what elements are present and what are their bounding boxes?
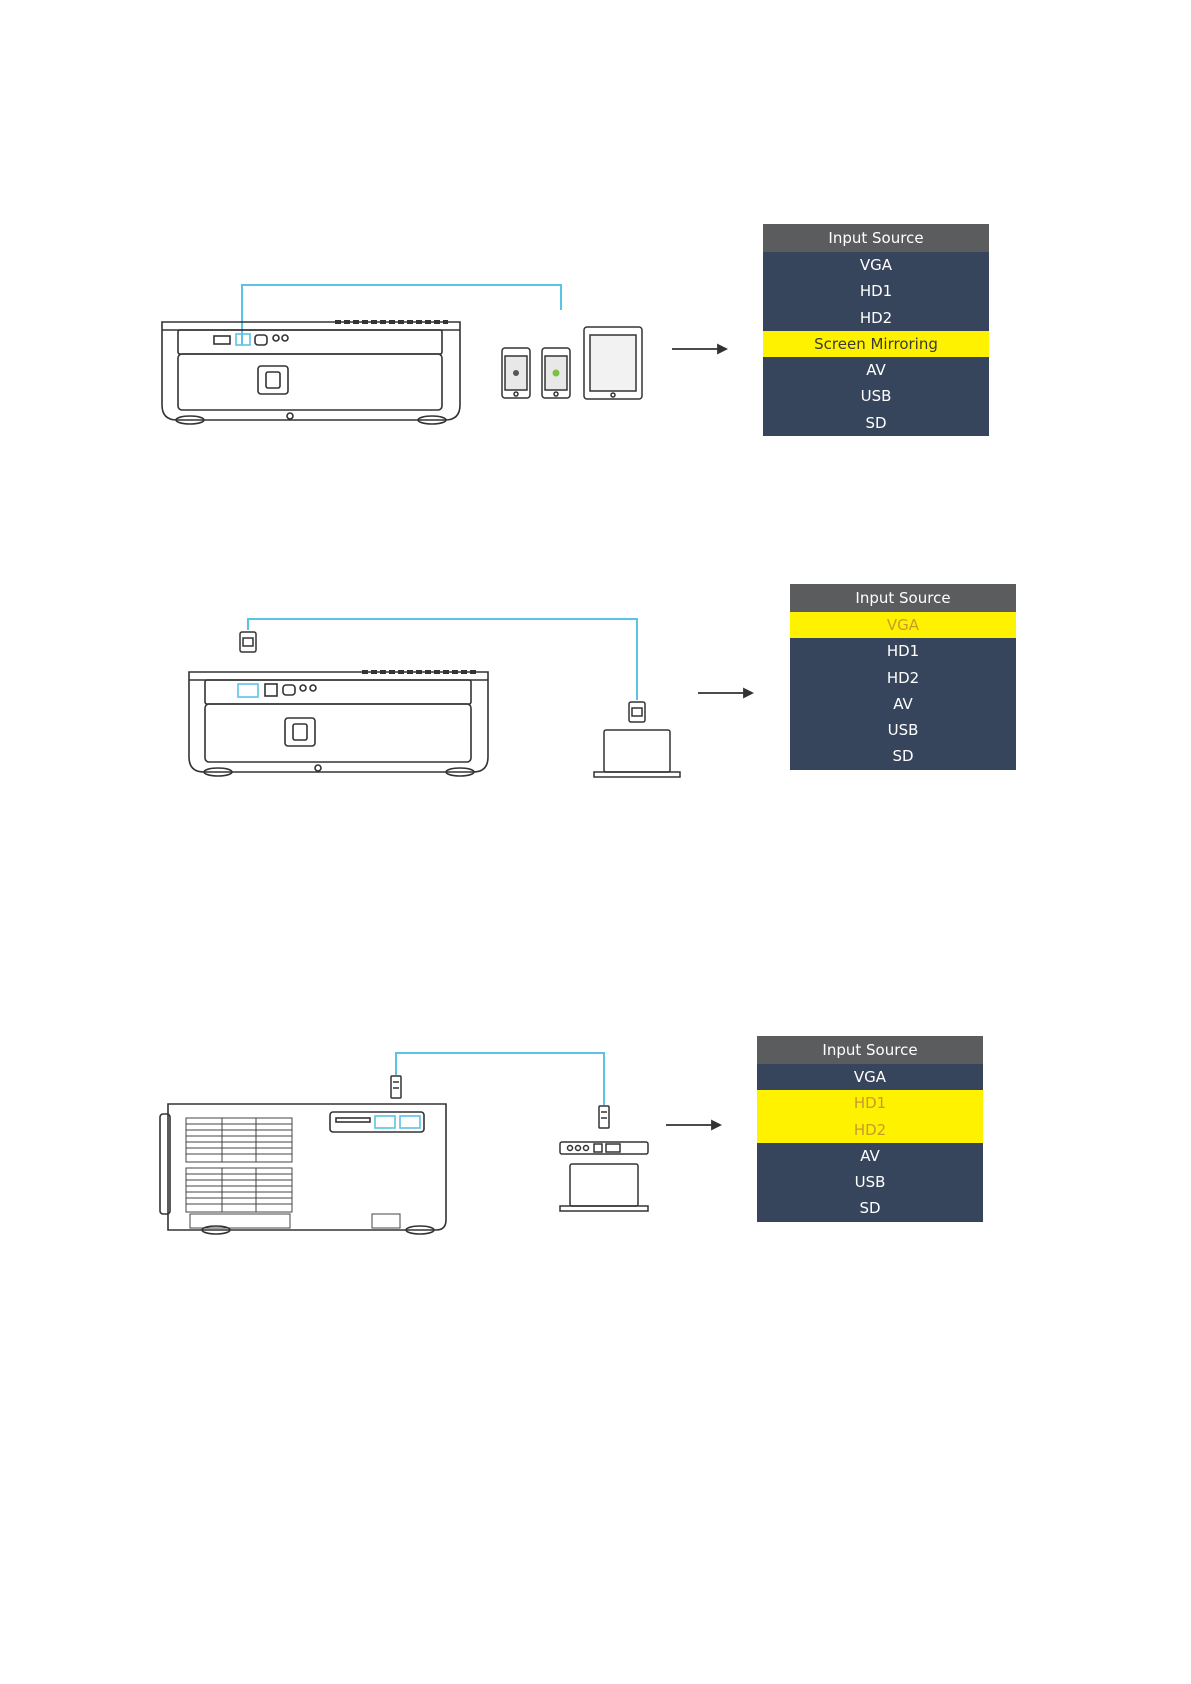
cable-line: [396, 1053, 604, 1105]
menu-item-vga[interactable]: VGA: [757, 1064, 983, 1090]
laptop-icon: [560, 1164, 648, 1211]
arrow-right-icon: [666, 1121, 720, 1129]
menu-item-hd1[interactable]: HD1: [757, 1090, 983, 1116]
hdmi-adapter-icon: [560, 1142, 648, 1154]
menu-item-av[interactable]: AV: [757, 1143, 983, 1169]
menu-header: Input Source: [757, 1036, 983, 1064]
menu-item-hd2[interactable]: HD2: [757, 1117, 983, 1143]
projector-side-icon: [160, 1104, 446, 1234]
menu-item-sd[interactable]: SD: [757, 1195, 983, 1221]
menu-item-usb[interactable]: USB: [757, 1169, 983, 1195]
hdmi-diagram: [0, 0, 1191, 1260]
input-source-menu-3: Input Source VGA HD1 HD2 AV USB SD: [757, 1036, 983, 1222]
